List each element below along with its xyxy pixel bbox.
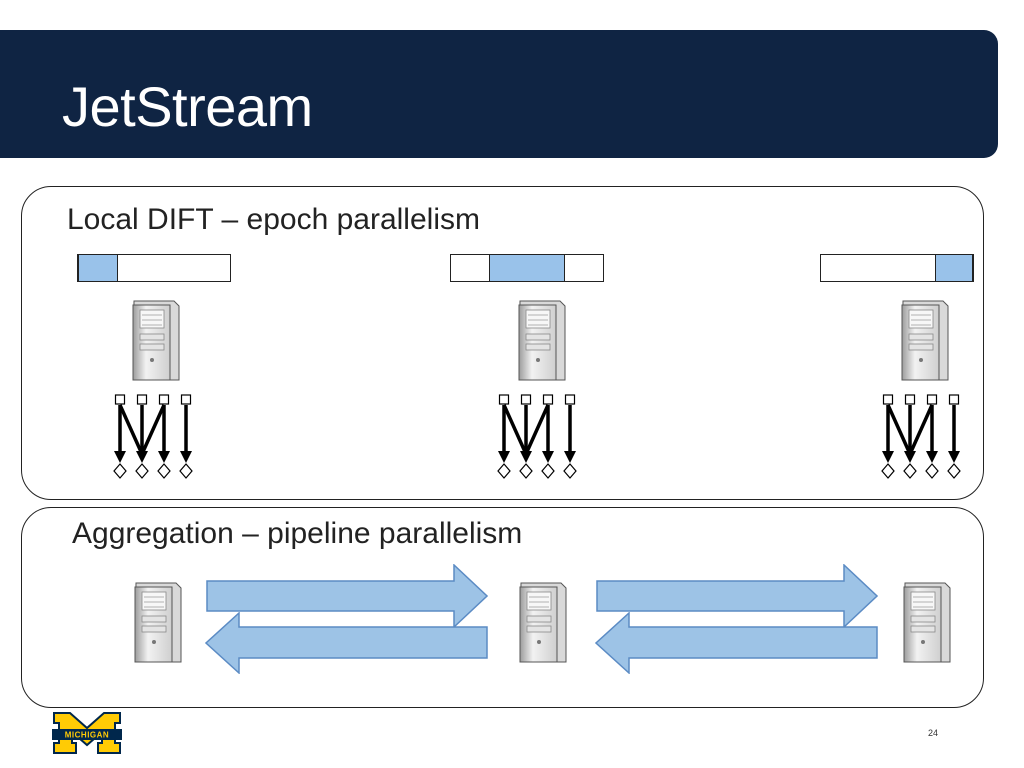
page-number: 24 [928, 728, 939, 738]
aggregation-heading: Aggregation – pipeline parallelism [72, 517, 523, 550]
dependency-graph-icon [494, 392, 582, 489]
dependency-graph-icon [878, 392, 966, 489]
pipeline-arrow-right [206, 564, 488, 628]
logo-wordmark: MICHIGAN [65, 731, 109, 740]
dependency-graph-icon [110, 392, 198, 489]
title-bar [0, 30, 998, 158]
server-icon [124, 300, 180, 387]
michigan-logo: MICHIGAN [52, 712, 122, 754]
epoch-window-2 [450, 254, 604, 282]
local-dift-heading: Local DIFT – epoch parallelism [67, 203, 480, 236]
epoch-window-fill [78, 255, 118, 281]
epoch-window-1 [77, 254, 231, 282]
pipeline-arrow-left [595, 612, 878, 674]
epoch-window-3 [820, 254, 974, 282]
slide-title: JetStream [62, 75, 313, 138]
epoch-window-fill [935, 255, 973, 281]
server-icon [895, 582, 951, 669]
pipeline-arrow-left [205, 612, 488, 674]
server-icon [126, 582, 182, 669]
server-icon [893, 300, 949, 387]
server-icon [510, 300, 566, 387]
epoch-window-fill [489, 255, 565, 281]
pipeline-arrow-right [596, 564, 878, 628]
server-icon [511, 582, 567, 669]
